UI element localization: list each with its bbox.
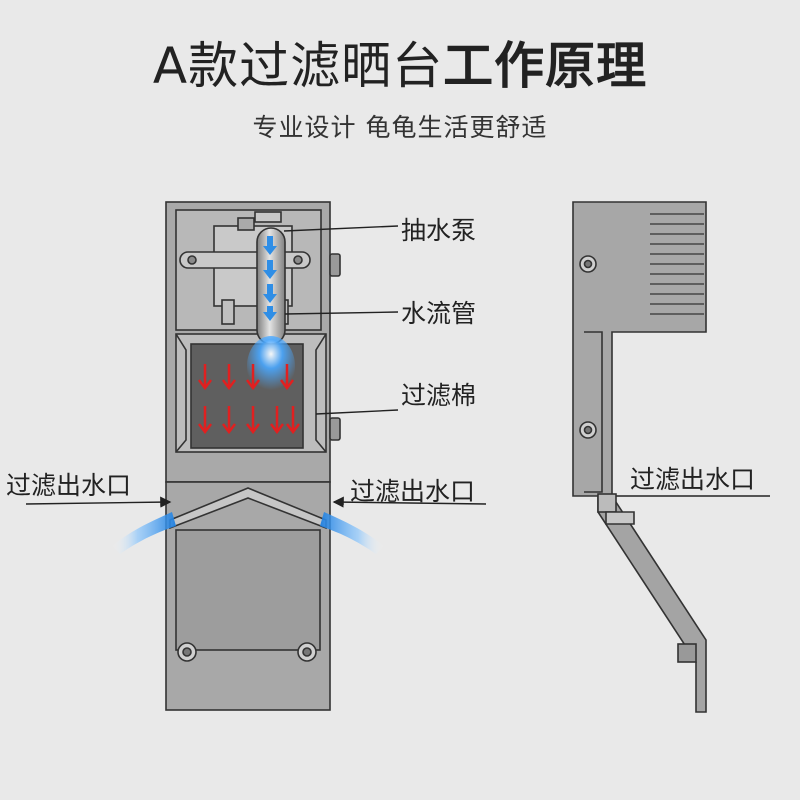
- leader-pipe: [284, 311, 399, 315]
- leader-lines: [25, 225, 770, 508]
- label-outlet-right: 过滤出水口: [350, 477, 476, 506]
- flow-arrow-down-4: [263, 306, 277, 321]
- pipe-flow-arrows: [263, 236, 277, 321]
- title-bold: 工作原理: [443, 37, 648, 95]
- label-pipe: 水流管: [401, 299, 477, 328]
- side-upper-housing: [572, 201, 707, 497]
- page-subtitle: 专业设计 龟龟生活更舒适: [252, 113, 548, 142]
- label-outlet-side: 过滤出水口: [630, 465, 756, 494]
- basking-platform: [175, 529, 321, 651]
- label-outlet-left: 过滤出水口: [6, 471, 132, 500]
- side-vent-icon: [650, 213, 704, 315]
- leader-outlet-left: [25, 496, 172, 508]
- title-light: A款过滤晒台: [152, 37, 444, 95]
- outlet-jet-right: [320, 512, 384, 554]
- leader-outlet-right: [332, 496, 487, 508]
- flow-arrow-down-2: [263, 260, 277, 279]
- side-outlet-slot: [597, 493, 617, 513]
- knob-top: [329, 253, 341, 277]
- side-view: [572, 201, 707, 713]
- outlet-jet-left: [112, 512, 176, 554]
- filter-flow-arrows: [198, 364, 300, 435]
- knob-bottom: [329, 417, 341, 441]
- label-pump: 抽水泵: [401, 216, 477, 245]
- front-view: [165, 201, 341, 711]
- label-filter-cotton: 过滤棉: [401, 381, 477, 410]
- leader-pump: [283, 225, 399, 232]
- side-ramp: [597, 495, 707, 713]
- flow-arrow-down-3: [263, 284, 277, 303]
- page-title: A款过滤晒台工作原理: [0, 26, 800, 106]
- leader-filter: [315, 409, 399, 415]
- flow-arrow-down-1: [263, 236, 277, 255]
